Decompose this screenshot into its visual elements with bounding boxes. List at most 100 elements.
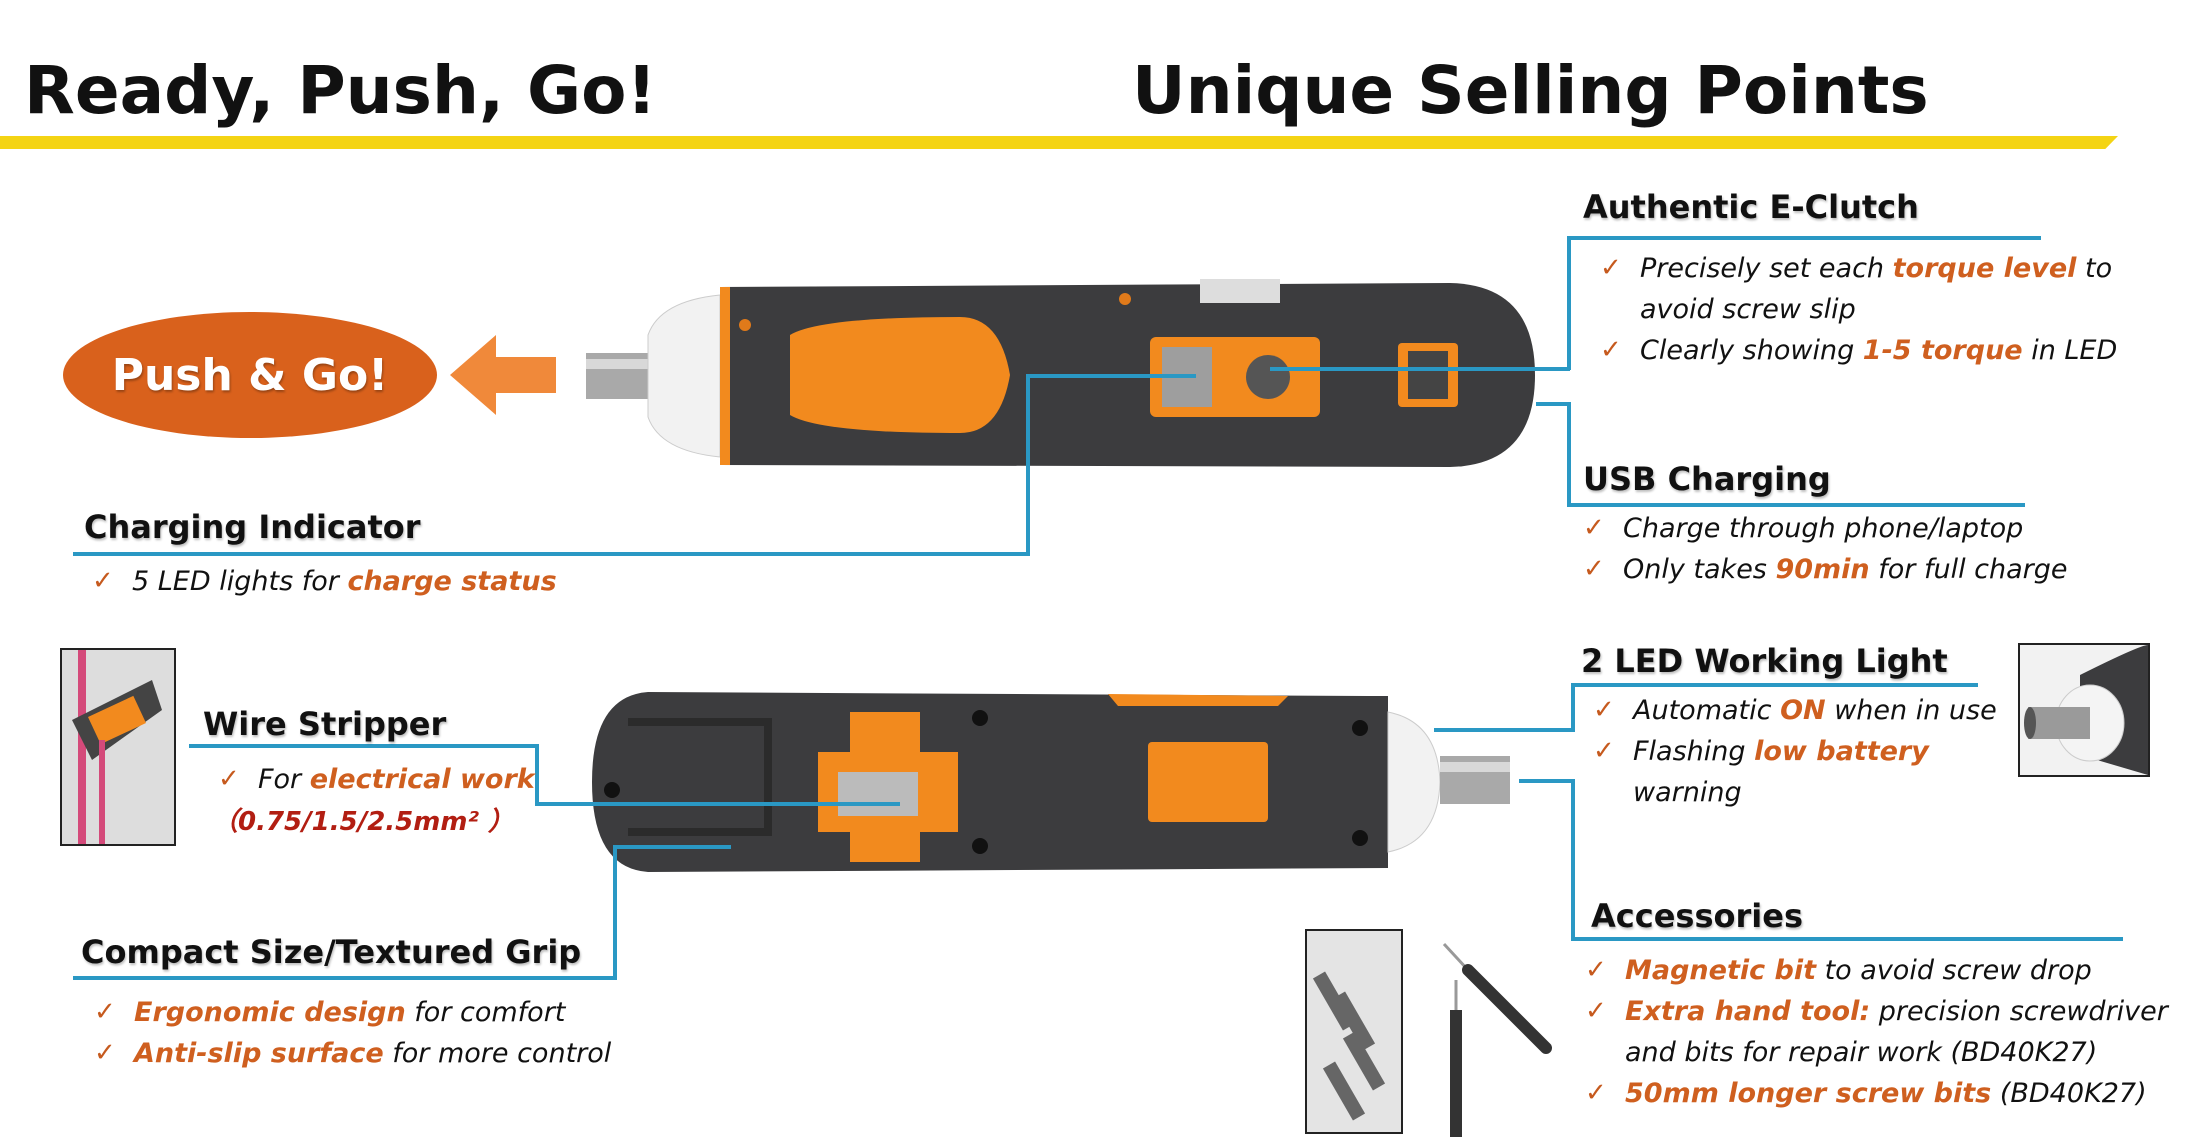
check-icon: ✓ [1593, 695, 1615, 725]
highlight-text: Magnetic bit [1625, 955, 1817, 986]
charging-indicator-title: Charging Indicator [84, 508, 421, 546]
check-icon: ✓ [92, 566, 114, 596]
bullet-item: ✓ For electrical work [218, 759, 535, 800]
highlight-text: charge status [347, 566, 557, 597]
bullet-item: ✓ Magnetic bit to avoid screw drop [1585, 950, 2168, 991]
highlight-text: 1-5 torque [1862, 335, 2023, 366]
compact-underline [73, 976, 617, 980]
highlight-text: 90min [1775, 554, 1870, 585]
bullet-item: ✓ Automatic ON when in use [1593, 690, 1997, 731]
screwdriver-bottom-image [592, 692, 1510, 872]
bullet-text: warning [1633, 777, 1742, 808]
wire-stripper-leader [535, 802, 900, 806]
wire-stripper-leader [535, 744, 539, 806]
left-title: Ready, Push, Go! [24, 52, 657, 129]
bullet-text: for comfort [405, 997, 566, 1028]
bullet-text: (BD40K27) [1991, 1078, 2147, 1109]
check-icon: ✓ [1600, 253, 1622, 283]
accessories-underline [1571, 937, 2123, 941]
bullet-item: ✓ Flashing low battery warning [1593, 731, 1997, 813]
led-light-leader [1434, 728, 1575, 732]
usb-leader [1536, 402, 1570, 406]
highlight-text: torque level [1892, 253, 2077, 284]
check-icon: ✓ [1585, 996, 1607, 1026]
highlight-text: 50mm longer screw bits [1625, 1078, 1992, 1109]
bullet-item: ✓ Clearly showing 1-5 torque in LED [1600, 330, 2118, 371]
right-title: Unique Selling Points [1132, 52, 1929, 129]
compact-leader [613, 845, 617, 980]
eclutch-underline [1567, 236, 2041, 240]
check-icon: ✓ [94, 1038, 116, 1068]
bullet-text: Flashing [1633, 736, 1755, 767]
left-arrow-icon [450, 335, 556, 415]
bullet-text: Only takes [1623, 554, 1776, 585]
bullet-text: Clearly showing [1640, 335, 1863, 366]
bullet-item: ✓ Ergonomic design for comfort [94, 992, 611, 1033]
bullet-text: precision screwdriver [1870, 996, 2168, 1027]
check-icon: ✓ [1585, 955, 1607, 985]
compact-bullets: ✓ Ergonomic design for comfort ✓ Anti-slip … [94, 992, 612, 1074]
bullet-item: ✓ Extra hand tool: precision screwdriver a… [1585, 991, 2168, 1073]
wire-stripper-bullets: ✓ For electrical work [218, 759, 535, 800]
check-icon: ✓ [218, 764, 240, 794]
bullet-text: and bits for repair work (BD40K27) [1625, 1037, 2098, 1068]
highlight-text: Extra hand tool: [1625, 996, 1871, 1027]
led-light-leader [1571, 683, 1575, 732]
accessories-bullets: ✓ Magnetic bit to avoid screw drop ✓ Extra … [1585, 950, 2168, 1114]
bullet-text: 5 LED lights for [132, 566, 348, 597]
bullet-text: in LED [2022, 335, 2118, 366]
eclutch-leader [1567, 236, 1571, 370]
led-light-thumbnail [2018, 643, 2150, 777]
charging-indicator-leader [1026, 374, 1196, 378]
eclutch-title: Authentic E-Clutch [1583, 188, 1919, 226]
usb-charging-title: USB Charging [1583, 460, 1831, 498]
bullet-text: to [2076, 253, 2113, 284]
check-icon: ✓ [1583, 513, 1605, 543]
led-light-bullets: ✓ Automatic ON when in use ✓ Flashing low b… [1593, 690, 1997, 813]
bullet-item: ✓ 5 LED lights for charge status [92, 561, 557, 602]
bullet-text: to avoid screw drop [1816, 955, 2092, 986]
bullet-item: ✓ Anti-slip surface for more control [94, 1033, 612, 1074]
wire-stripper-title: Wire Stripper [203, 705, 447, 743]
wire-gauge-sizes: （0.75/1.5/2.5mm² ） [212, 807, 514, 837]
accessories-title: Accessories [1591, 897, 1803, 935]
usb-bullets: ✓Charge through phone/laptop✓Only takes … [1583, 508, 2068, 590]
led-light-underline [1571, 683, 1978, 687]
precision-screwdriver-image [1442, 942, 1552, 1137]
highlight-text: low battery [1754, 736, 1929, 767]
bullet-item: ✓ Only takes 90min for full charge [1583, 549, 2068, 590]
check-icon: ✓ [1593, 736, 1615, 766]
charging-indicator-bullets: ✓ 5 LED lights for charge status [92, 561, 557, 602]
usb-underline [1567, 503, 2025, 507]
bullet-text: avoid screw slip [1640, 294, 1856, 325]
bullet-text: for more control [383, 1038, 612, 1069]
yellow-banner-divider [0, 136, 2118, 149]
bullet-item: ✓50mm longer screw bits (BD40K27) [1585, 1073, 2168, 1114]
charging-indicator-leader [1026, 374, 1030, 556]
usb-leader [1567, 402, 1571, 506]
bullet-text: For [258, 764, 310, 795]
bullet-text: when in use [1825, 695, 1997, 726]
accessories-leader [1571, 779, 1575, 941]
eclutch-leader [1270, 367, 1570, 371]
wire-stripper-underline [189, 744, 539, 748]
bit-set-thumbnail [1305, 929, 1403, 1134]
bullet-item: ✓ Charge through phone/laptop [1583, 508, 2068, 549]
bullet-text: Charge through phone/laptop [1623, 513, 2024, 544]
push-and-go-badge: Push & Go! [63, 312, 437, 438]
bullet-text: Automatic [1633, 695, 1781, 726]
highlight-text: Ergonomic design [134, 997, 406, 1028]
charging-indicator-underline [73, 552, 1030, 556]
accessories-leader [1519, 779, 1575, 783]
check-icon: ✓ [1583, 554, 1605, 584]
led-light-title: 2 LED Working Light [1581, 642, 1948, 680]
bullet-text: for full charge [1869, 554, 2068, 585]
highlight-text: Anti-slip surface [134, 1038, 384, 1069]
check-icon: ✓ [1600, 335, 1622, 365]
highlight-text: electrical work [309, 764, 535, 795]
highlight-text: ON [1780, 695, 1826, 726]
check-icon: ✓ [94, 997, 116, 1027]
compact-leader [613, 845, 731, 849]
